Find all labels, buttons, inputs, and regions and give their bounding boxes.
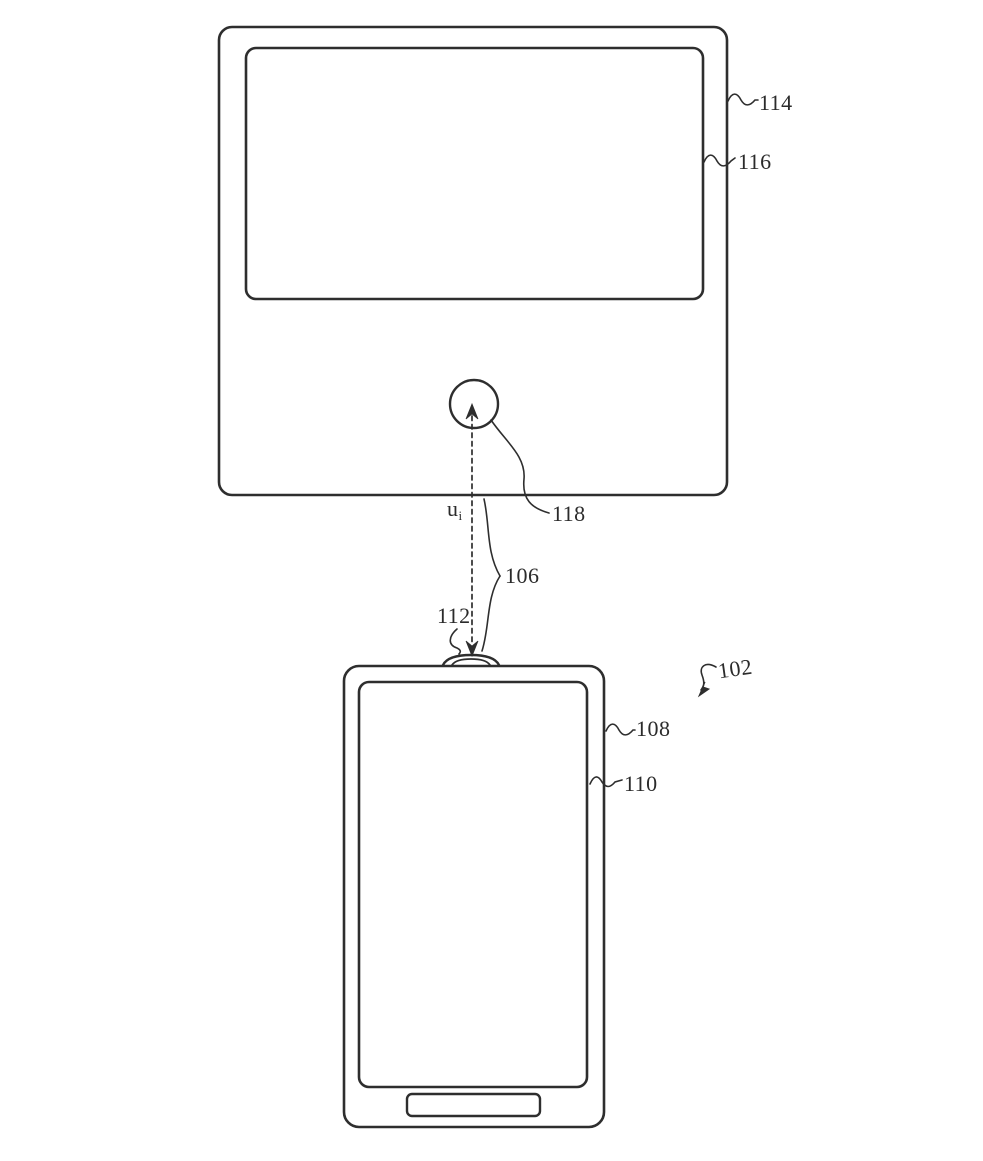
leader-108 xyxy=(605,723,636,736)
ref-label-102: 102 xyxy=(716,653,755,684)
phone-screen xyxy=(357,680,589,1089)
leader-118 xyxy=(490,419,550,514)
monitor-screen xyxy=(244,46,705,301)
sensor-bump xyxy=(441,653,501,667)
ref-label-116: 116 xyxy=(738,149,772,174)
distance-brace-lower xyxy=(481,575,501,652)
monitor-outline xyxy=(217,25,729,497)
phone-home-slot xyxy=(405,1092,542,1118)
ref-label-108: 108 xyxy=(636,716,671,741)
arrowhead-down-icon xyxy=(465,640,479,658)
leader-116 xyxy=(703,154,736,167)
ref-label-110: 110 xyxy=(624,771,658,796)
ref-label-114: 114 xyxy=(759,90,793,115)
leader-114 xyxy=(727,93,759,106)
camera-circle xyxy=(448,378,500,430)
signal-label: ui xyxy=(447,496,463,523)
phone-outline xyxy=(342,664,606,1129)
ref-label-118: 118 xyxy=(552,501,586,526)
arrowhead-102-icon xyxy=(697,681,711,698)
leader-110 xyxy=(589,776,623,788)
signal-subscript: i xyxy=(458,508,463,523)
sensor-bump-inner xyxy=(451,658,491,666)
ref-label-106: 106 xyxy=(505,563,540,588)
leader-112 xyxy=(449,628,462,655)
signal-symbol: u xyxy=(447,496,459,521)
ref-label-112: 112 xyxy=(437,603,471,628)
distance-brace-upper xyxy=(483,498,501,577)
arrowhead-up-icon xyxy=(465,402,479,420)
